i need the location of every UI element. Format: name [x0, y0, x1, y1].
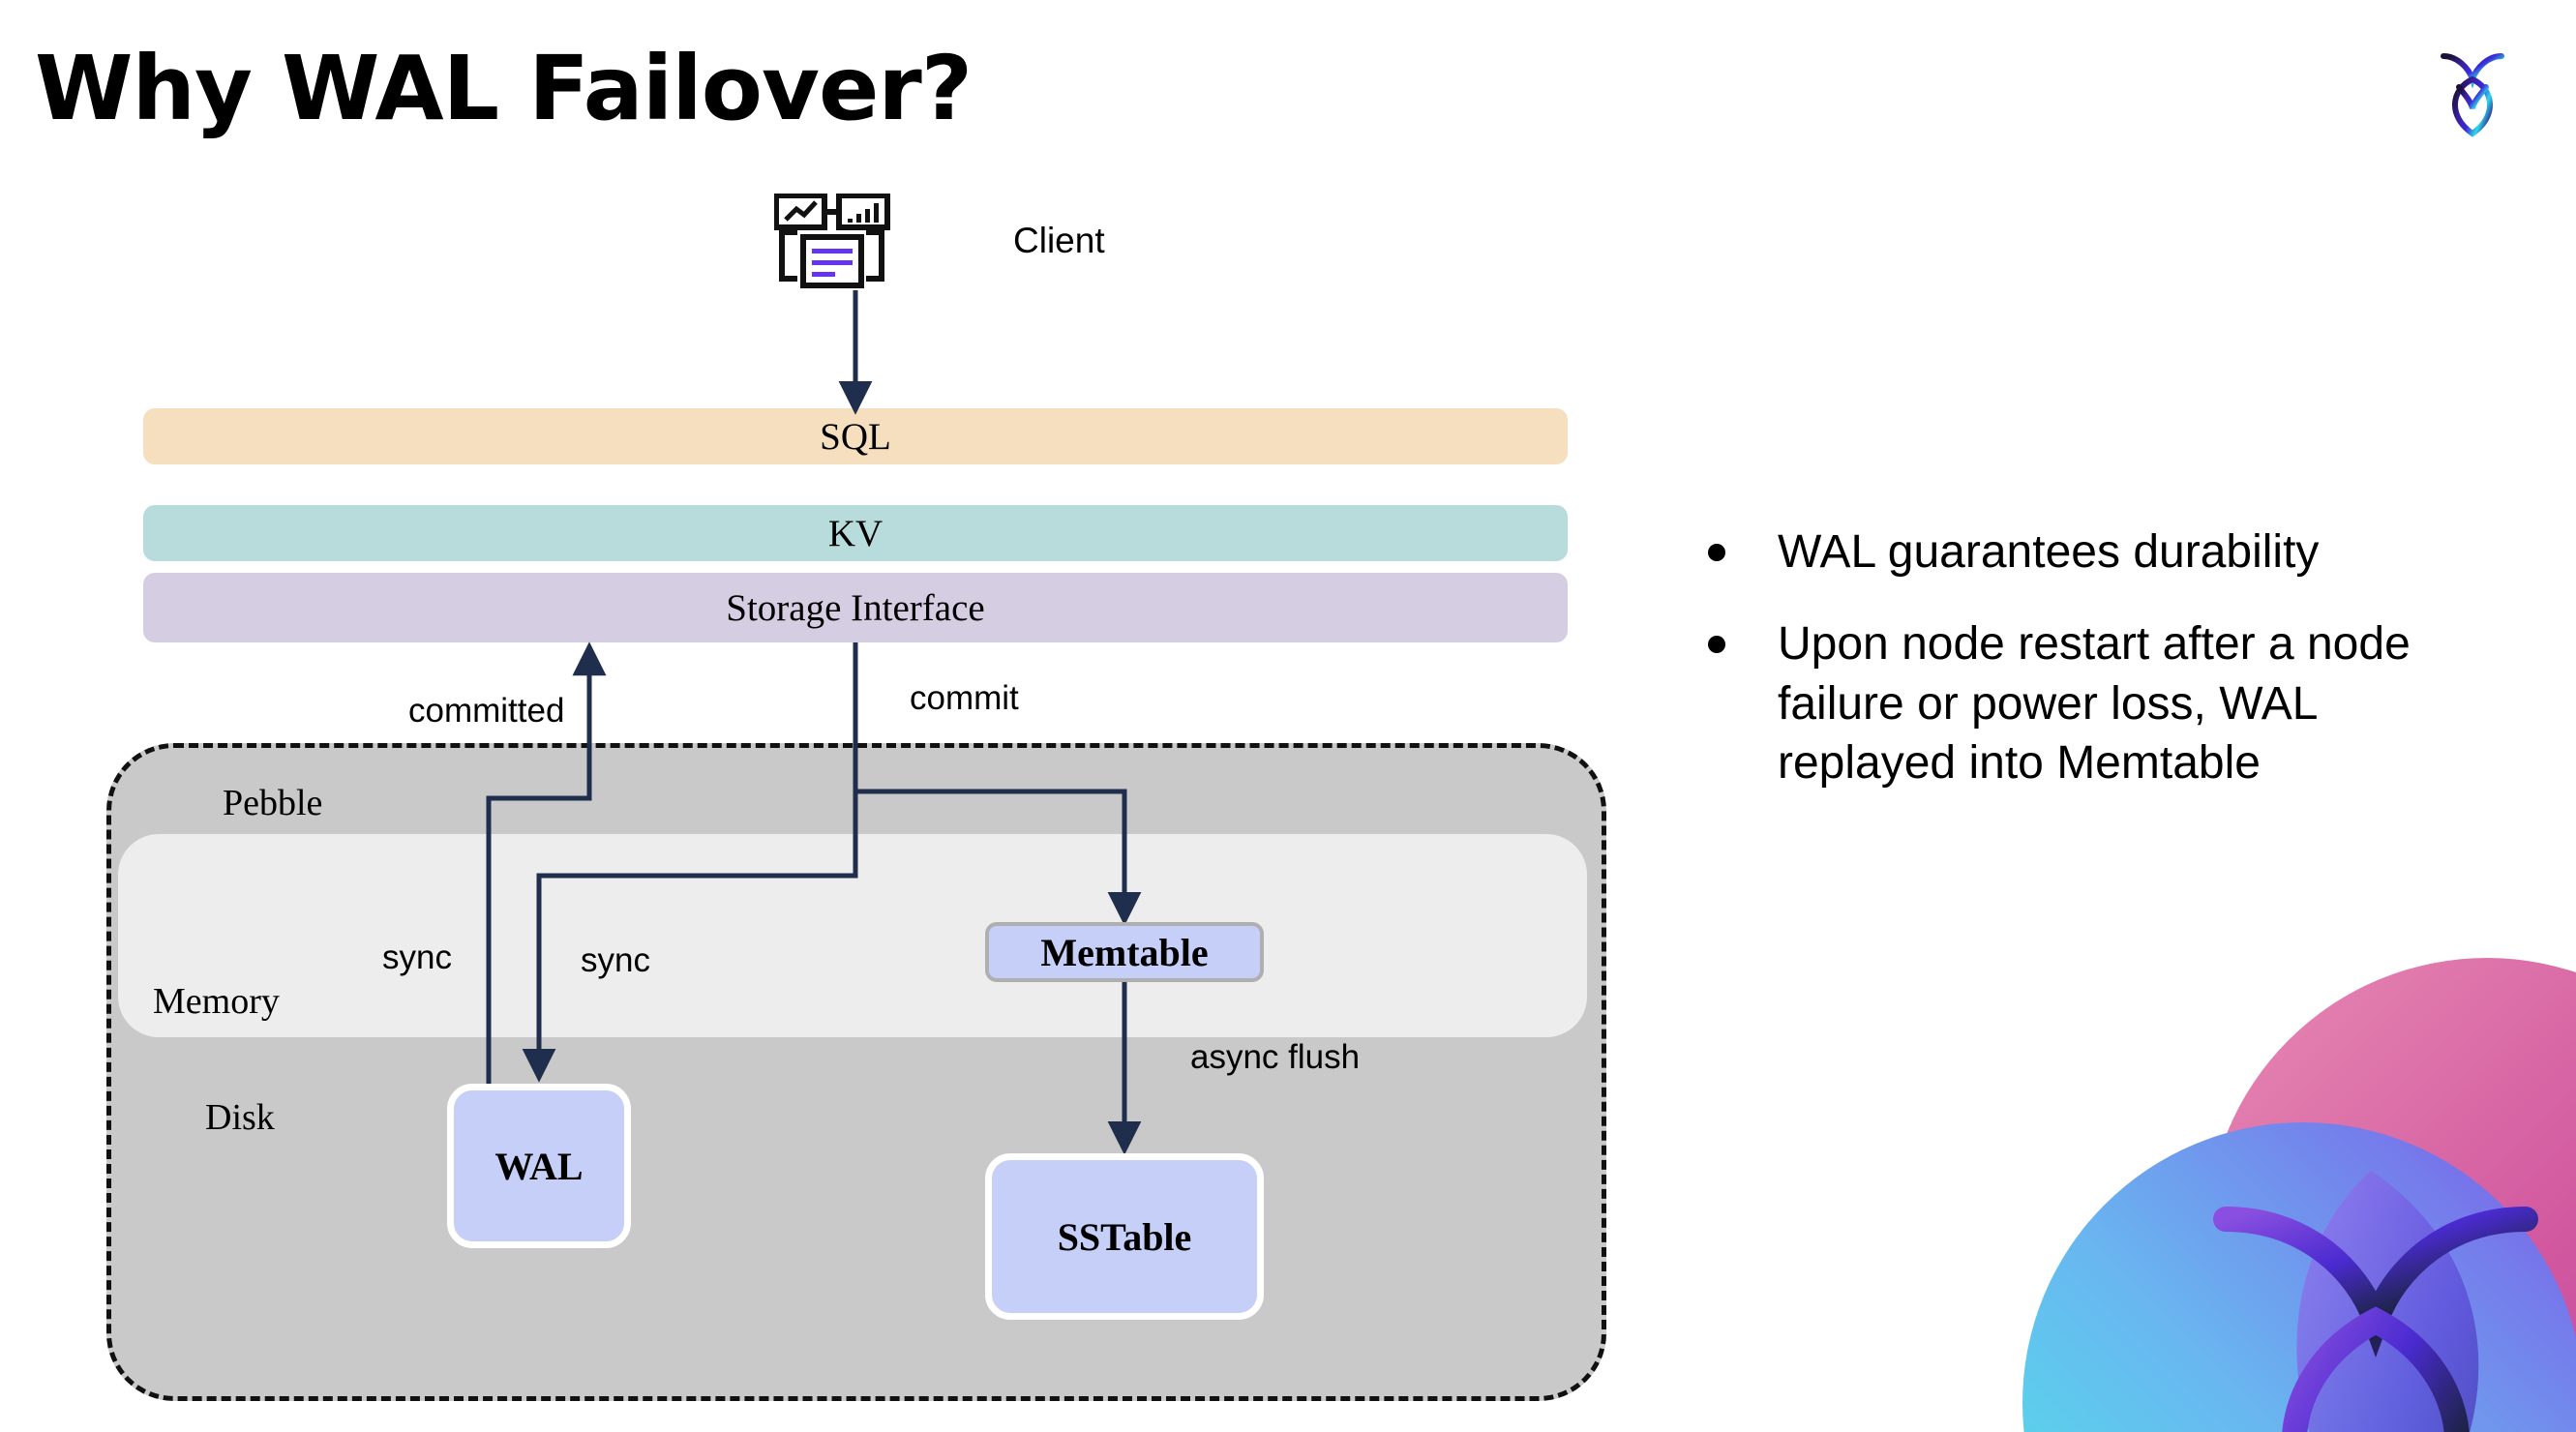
layer-bar-kv[interactable]: KV: [143, 505, 1568, 561]
bullet-text: WAL guarantees durability: [1778, 526, 2320, 578]
client-workstation-icon: [773, 193, 934, 290]
cockroachdb-logo: [2414, 29, 2531, 145]
edge-label-async-flush: async flush: [1190, 1038, 1361, 1076]
bullet-list: WAL guarantees durability Upon node rest…: [1708, 522, 2501, 826]
diagram-box-wal[interactable]: WAL: [447, 1084, 631, 1248]
edge-label-sync-left: sync: [382, 939, 452, 976]
client-label: Client: [1013, 221, 1105, 260]
bullet-dot-icon: [1708, 544, 1725, 561]
bullet-text: Upon node restart after a node failure o…: [1778, 618, 2411, 790]
bullet-dot-icon: [1708, 636, 1725, 654]
list-item: Upon node restart after a node failure o…: [1708, 614, 2501, 792]
memory-label: Memory: [153, 981, 280, 1022]
edge-label-commit: commit: [910, 679, 1019, 717]
edge-label-committed: committed: [408, 692, 565, 730]
pebble-label: Pebble: [223, 783, 323, 823]
diagram-box-memtable[interactable]: Memtable: [985, 922, 1264, 982]
layer-bar-sql[interactable]: SQL: [143, 408, 1568, 464]
list-item: WAL guarantees durability: [1708, 522, 2501, 582]
edge-label-sync-right: sync: [581, 941, 650, 979]
layer-bar-storage-interface[interactable]: Storage Interface: [143, 573, 1568, 642]
memory-region: [118, 834, 1587, 1037]
page-title: Why WAL Failover?: [35, 37, 973, 140]
disk-label: Disk: [205, 1097, 275, 1138]
diagram-box-sstable[interactable]: SSTable: [985, 1153, 1264, 1320]
decorative-brand-mark: [1984, 948, 2576, 1432]
